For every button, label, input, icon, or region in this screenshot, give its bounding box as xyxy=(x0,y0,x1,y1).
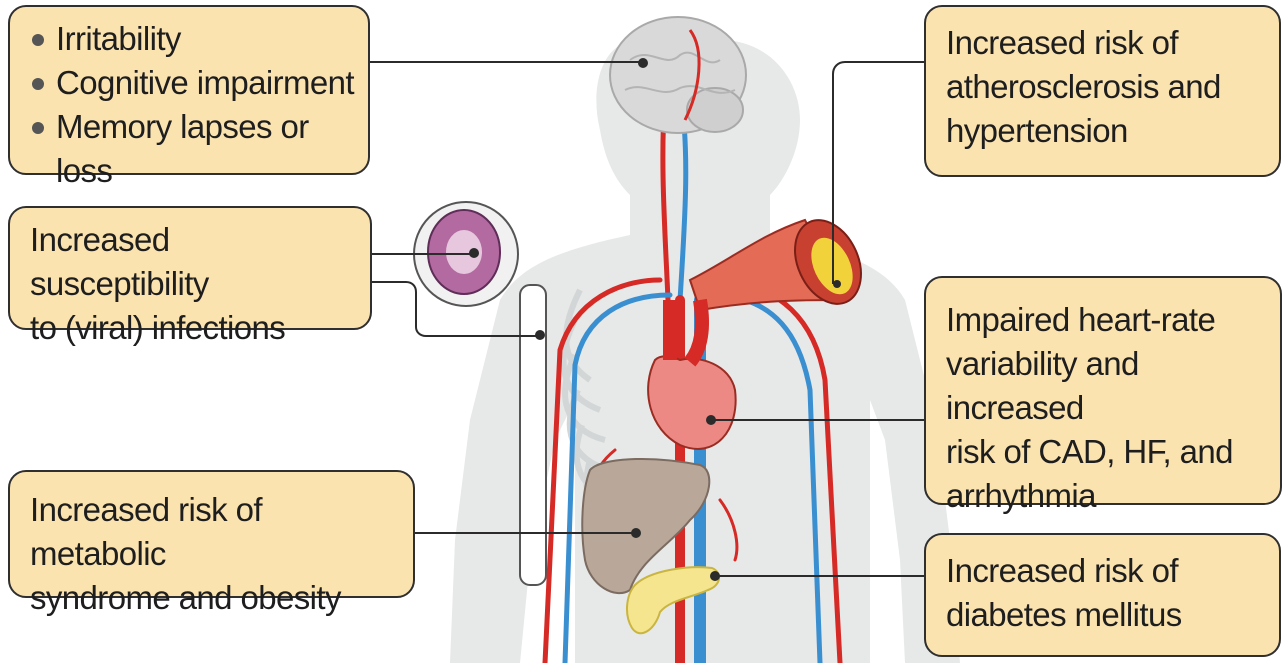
bone-marrow-icon xyxy=(520,285,546,585)
callout-line: diabetes mellitus xyxy=(946,593,1265,637)
callout-line: Increased risk of xyxy=(946,549,1265,593)
callout-diabetes: Increased risk of diabetes mellitus xyxy=(924,533,1281,657)
brain-icon xyxy=(610,17,746,133)
callout-atherosclerosis: Increased risk of atherosclerosis and hy… xyxy=(924,5,1281,177)
callout-line: atherosclerosis and xyxy=(946,65,1265,109)
callout-line: hypertension xyxy=(946,109,1265,153)
callout-line: syndrome and obesity xyxy=(30,576,399,620)
callout-line: risk of CAD, HF, and xyxy=(946,430,1266,474)
callout-neurological: Irritability Cognitive impairment Memory… xyxy=(8,5,370,175)
symptom-cognitive-impairment: Cognitive impairment xyxy=(30,61,354,105)
callout-line: variability and increased xyxy=(946,342,1266,430)
callout-line: to (viral) infections xyxy=(30,306,356,350)
symptom-irritability: Irritability xyxy=(30,17,354,61)
callout-line: Increased risk of xyxy=(946,21,1265,65)
callout-cardiac: Impaired heart-rate variability and incr… xyxy=(924,276,1282,505)
callout-line: Impaired heart-rate xyxy=(946,298,1266,342)
callout-line: Increased risk of metabolic xyxy=(30,488,399,576)
symptom-memory-lapses: Memory lapses or loss xyxy=(30,105,354,193)
callout-line: arrhythmia xyxy=(946,474,1266,518)
callout-line: Increased susceptibility xyxy=(30,218,356,306)
symptom-list: Irritability Cognitive impairment Memory… xyxy=(30,17,354,193)
callout-infections: Increased susceptibility to (viral) infe… xyxy=(8,206,372,330)
callout-metabolic: Increased risk of metabolic syndrome and… xyxy=(8,470,415,598)
